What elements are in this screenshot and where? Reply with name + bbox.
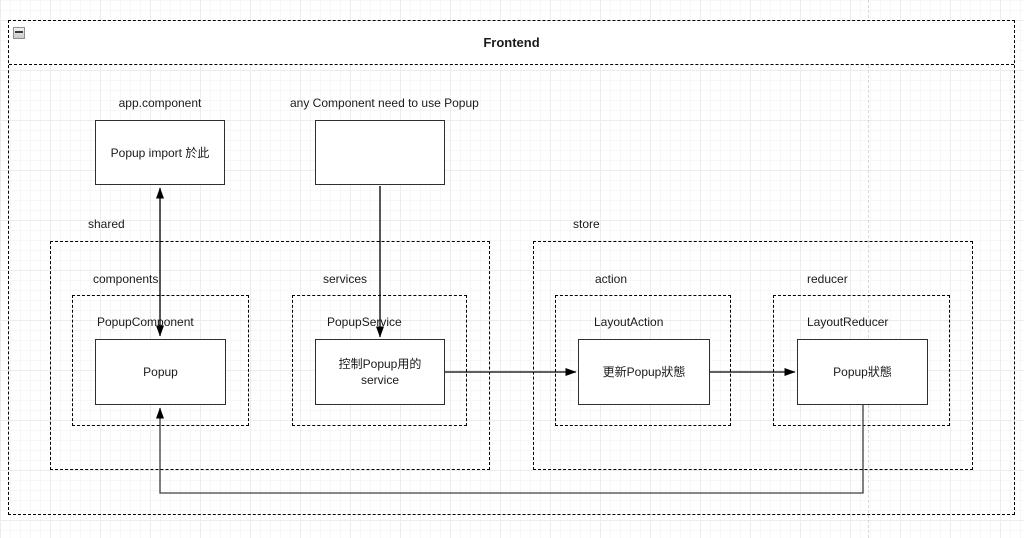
label-layout-action: LayoutAction <box>594 315 664 329</box>
label-popup-service: PopupService <box>327 315 402 329</box>
node-popup-import-label: Popup import 於此 <box>110 145 210 160</box>
label-reducer: reducer <box>807 272 848 286</box>
frontend-title: Frontend <box>483 35 540 50</box>
label-store: store <box>573 217 600 231</box>
label-shared: shared <box>88 217 125 231</box>
label-components: components <box>93 272 159 286</box>
page-break-line <box>868 0 869 538</box>
node-popup-state[interactable]: Popup狀態 <box>797 339 928 405</box>
label-action: action <box>595 272 628 286</box>
label-app-component: app.component <box>118 96 202 110</box>
label-any-component: any Component need to use Popup <box>290 96 479 110</box>
node-update-popup-state[interactable]: 更新Popup狀態 <box>578 339 710 405</box>
node-update-popup-state-label: 更新Popup狀態 <box>602 365 686 379</box>
minus-icon <box>15 31 23 33</box>
node-any-component-box[interactable] <box>315 120 445 185</box>
node-popup-label: Popup <box>143 365 178 379</box>
node-popup-state-label: Popup狀態 <box>833 365 892 379</box>
node-popup-service-line1: 控制Popup用的 <box>338 357 422 371</box>
frontend-titlebar: Frontend <box>9 21 1014 65</box>
frontend-container[interactable]: Frontend <box>8 20 1015 515</box>
label-services: services <box>323 272 368 286</box>
label-layout-reducer: LayoutReducer <box>807 315 889 329</box>
collapse-button[interactable] <box>13 27 25 39</box>
node-popup-import[interactable]: Popup import 於此 <box>95 120 225 185</box>
node-popup[interactable]: Popup <box>95 339 226 405</box>
node-popup-service-line2: service <box>360 373 399 387</box>
label-popup-component: PopupComponent <box>97 315 194 329</box>
node-popup-service[interactable]: 控制Popup用的 service <box>315 339 445 405</box>
